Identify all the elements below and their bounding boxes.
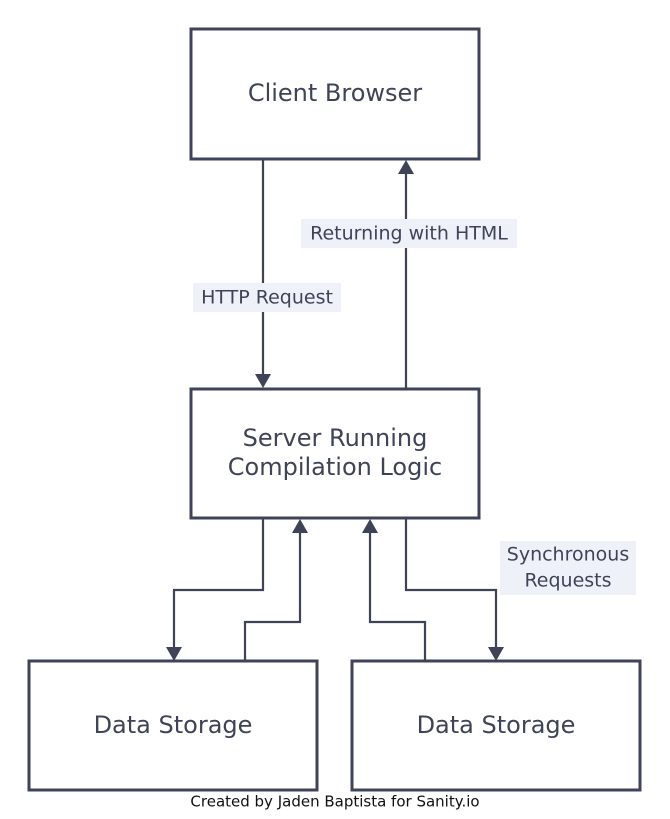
http-request-label-text: HTTP Request <box>201 287 333 309</box>
left-data-storage-label: Data Storage <box>94 711 253 739</box>
http-request-label: HTTP Request <box>193 283 341 312</box>
http-request-arrowhead <box>255 374 271 388</box>
left-storage-to-server-edge <box>243 533 302 661</box>
server-label-line1: Server Running <box>243 424 428 452</box>
returning-html-label-text: Returning with HTML <box>310 223 508 245</box>
right-storage-to-server-edge <box>368 533 427 661</box>
client-browser-node: Client Browser <box>189 27 481 161</box>
server-to-left-storage-edge <box>172 519 265 647</box>
left-data-storage-node: Data Storage <box>27 659 319 792</box>
server-to-right-storage-edge <box>404 519 498 647</box>
returning-html-label: Returning with HTML <box>301 219 517 248</box>
credit-text: Created by Jaden Baptista for Sanity.io <box>190 793 479 811</box>
server-node: Server Running Compilation Logic <box>189 387 481 520</box>
right-data-storage-node: Data Storage <box>350 659 642 792</box>
server-label-line2: Compilation Logic <box>228 453 442 481</box>
right-data-storage-label: Data Storage <box>417 711 576 739</box>
synchronous-requests-label: Synchronous Requests <box>500 541 636 595</box>
returning-html-arrowhead <box>398 160 414 174</box>
server-to-right-storage-arrowhead <box>488 647 504 661</box>
synchronous-requests-label-line2: Requests <box>524 570 611 592</box>
synchronous-requests-label-line1: Synchronous <box>507 544 629 566</box>
server-to-left-storage-arrowhead <box>166 647 182 661</box>
client-browser-label: Client Browser <box>248 79 422 107</box>
left-storage-to-server-arrowhead <box>292 519 308 533</box>
right-storage-to-server-arrowhead <box>362 519 378 533</box>
